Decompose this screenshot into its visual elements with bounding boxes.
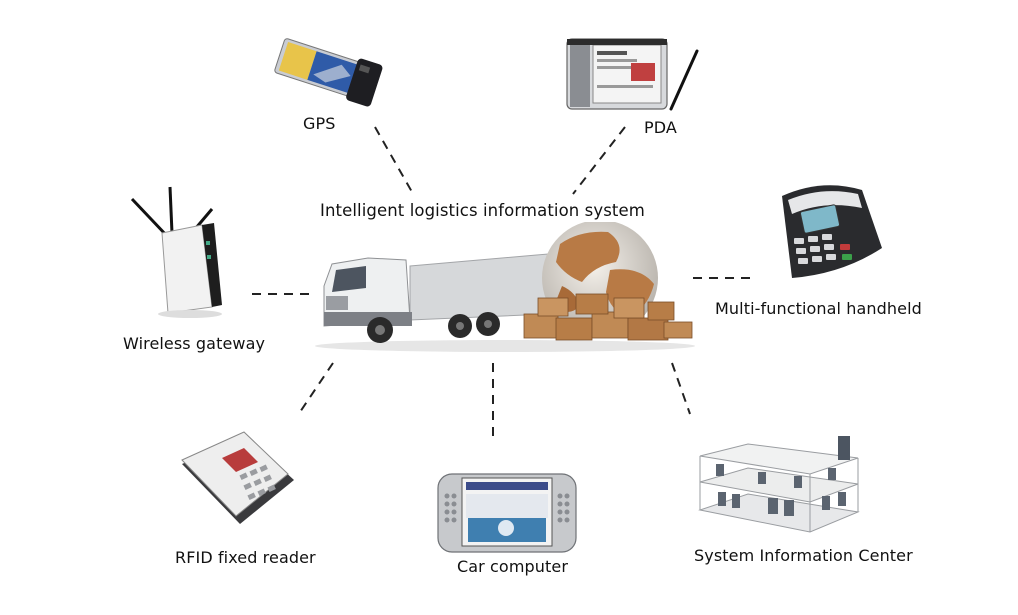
pda-icon (566, 38, 699, 111)
connector-pda (572, 126, 626, 195)
data-center-icon (698, 436, 860, 533)
center-title: Intelligent logistics information system (320, 201, 645, 220)
node-label-info-center: System Information Center (694, 546, 913, 565)
node-label-car-computer: Car computer (457, 557, 569, 576)
node-label-rfid-reader: RFID fixed reader (175, 548, 316, 567)
node-label-handheld: Multi-functional handheld (715, 299, 922, 318)
wireless-router-icon (130, 186, 222, 318)
connector-gps (374, 126, 413, 193)
node-label-wireless-gateway: Wireless gateway (123, 334, 266, 353)
connector-rfid (299, 362, 334, 413)
gps-card-icon (274, 38, 383, 107)
node-label-gps: GPS (303, 114, 336, 133)
handheld-terminal-icon (782, 185, 882, 278)
connector-center (671, 362, 691, 415)
node-label-pda: PDA (644, 118, 677, 137)
rfid-reader-icon (181, 431, 294, 524)
car-computer-icon (437, 473, 577, 553)
truck-globe-icon (315, 222, 695, 352)
